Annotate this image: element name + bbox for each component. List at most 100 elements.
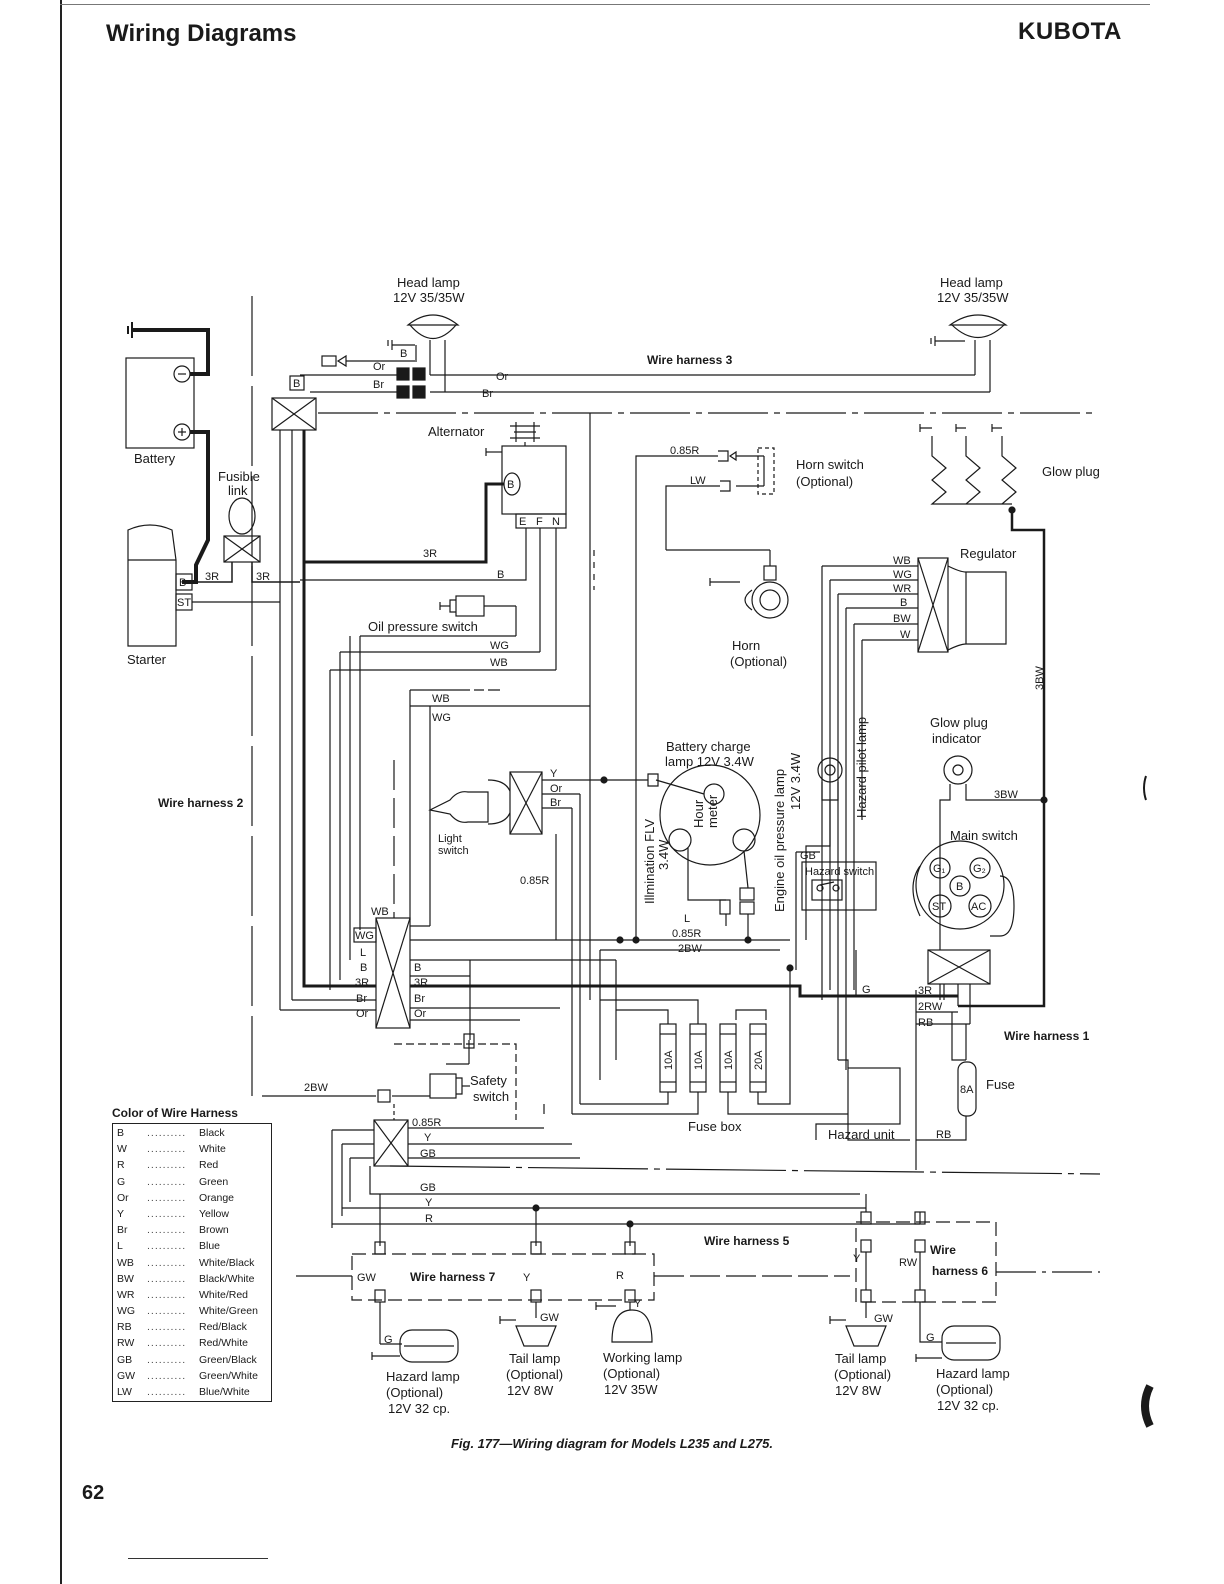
reg-wire-b: B (900, 597, 907, 609)
legend-leader: .......... (147, 1288, 187, 1301)
wire-3r-label-2: 3R (256, 571, 270, 583)
legend-leader: .......... (147, 1240, 187, 1253)
h2-wire-wg: WG (432, 712, 451, 724)
legend-leader: .......... (147, 1369, 187, 1382)
wire-wb-ops: WB (490, 657, 508, 669)
light-switch-line1: Light (438, 833, 462, 845)
legend-leader: .......... (147, 1159, 187, 1172)
glow-plugs: Glow plug 3BW (919, 424, 1100, 1008)
wire-3bw-label: 3BW (1034, 666, 1046, 690)
h6-wire-gw: GW (874, 1313, 894, 1325)
legend-code: L (117, 1240, 123, 1253)
main-switch-g2: G₂ (973, 863, 986, 875)
harness-6-box: Wire harness 6 Y RW GW G (853, 1194, 1100, 1344)
fuse-wire-rb: RB (936, 1129, 951, 1141)
tail-lamp-right-opt: (Optional) (834, 1367, 891, 1382)
legend-leader: .......... (147, 1191, 187, 1204)
fuse-4: 20A (753, 1050, 765, 1070)
harness-3: Wire harness 3 Or Br (251, 296, 1098, 1096)
legend-color: Brown (199, 1224, 229, 1237)
legend-leader: .......... (147, 1305, 187, 1318)
working-lamp-opt: (Optional) (603, 1366, 660, 1381)
illumination-line2: 3.4W (656, 839, 671, 870)
light-switch-line2: switch (438, 845, 469, 857)
wire-l-cluster: L (684, 913, 690, 925)
harness-5: GB Y R Wire harness 5 (332, 1166, 920, 1248)
fusible-link-line1: Fusible (218, 469, 260, 484)
regulator-label: Regulator (960, 546, 1017, 561)
hazard-lamp-right-opt: (Optional) (936, 1382, 993, 1397)
legend-color: Blue (199, 1240, 221, 1253)
harness-1-label: Wire harness 1 (1004, 1029, 1090, 1043)
wire-or-label: Or (496, 371, 509, 383)
connector-lower: 0.85R Y GB (331, 1104, 1101, 1228)
legend-leader: .......... (147, 1175, 187, 1188)
lc-wire-gb: GB (420, 1148, 436, 1160)
wire-b-alt: B (497, 569, 504, 581)
legend-color: Green (199, 1175, 229, 1188)
bottom-rule (128, 1558, 268, 1559)
cc-wire-2bw: 2BW (678, 943, 702, 955)
legend-leader: .......... (147, 1127, 187, 1139)
legend-row: G..........Green (117, 1174, 269, 1190)
legend-code: W (117, 1143, 127, 1156)
cc-wire-085r: 0.85R (672, 928, 701, 940)
regulator: Regulator WB WG WR B BW W (821, 546, 1017, 1070)
oil-lamp-line1: Engine oil pressure lamp (772, 769, 787, 912)
legend-row: B..........Black (117, 1125, 269, 1141)
legend-color: Red/White (199, 1337, 249, 1350)
legend-leader: .......... (147, 1143, 187, 1156)
safety-switch-line2: switch (473, 1089, 509, 1104)
legend-color: White/Red (199, 1288, 249, 1301)
fuse-3: 10A (723, 1050, 735, 1070)
cc-wire-l: L (360, 947, 366, 959)
wire-or-label-2: Or (373, 361, 386, 373)
legend-row: W..........White (117, 1141, 269, 1157)
harness-2: WB WG Wire harness 2 (158, 636, 590, 1000)
legend-row: Br..........Brown (117, 1222, 269, 1238)
alt-term-b: B (507, 479, 514, 491)
legend-leader: .......... (147, 1207, 187, 1220)
cc-wire-b-r: B (414, 962, 421, 974)
edge-mark-2 (1141, 1384, 1154, 1428)
wire-wg-ops: WG (490, 640, 509, 652)
alternator: E F N B Alternator 3R B (300, 422, 567, 670)
horn-switch-line1: Horn switch (796, 457, 864, 472)
hour-meter-line2: meter (705, 794, 720, 828)
glow-plug-indicator: Glow plug indicator 3BW (930, 715, 1048, 1000)
wire-br-label: Br (482, 388, 493, 400)
hazard-lamp-left-opt: (Optional) (386, 1385, 443, 1400)
legend-row: Y..........Yellow (117, 1206, 269, 1222)
legend-color: Black/White (199, 1272, 255, 1285)
cc-wire-or: Or (356, 1008, 369, 1020)
oil-pressure-switch-label: Oil pressure switch (368, 619, 478, 634)
lc-wire-y: Y (424, 1132, 432, 1144)
head-lamp-left-rating: 12V 35/35W (393, 290, 465, 305)
fusible-link: Fusible link 3R 3R (196, 469, 300, 583)
wire-085r-horn: 0.85R (670, 445, 699, 457)
working-lamp-name: Working lamp (603, 1350, 682, 1365)
starter-term-b: B (179, 577, 186, 589)
legend-color: Red/Black (199, 1321, 247, 1334)
legend-code: LW (117, 1386, 132, 1398)
legend-color: Orange (199, 1191, 235, 1204)
cc-wire-br: Br (356, 993, 367, 1005)
legend-code: RB (117, 1321, 132, 1334)
ls-wire-br: Br (550, 797, 561, 809)
page-header-title: Wiring Diagrams (106, 20, 297, 47)
main-switch-st: ST (932, 901, 946, 913)
h5-wire-y: Y (425, 1197, 433, 1209)
hazard-pilot-lamp: Hazard pilot lamp (805, 717, 869, 940)
legend-row: GB..........Green/Black (117, 1352, 269, 1368)
legend-row: WG..........White/Green (117, 1303, 269, 1319)
legend-code: WB (117, 1256, 134, 1269)
wire-3bw-indicator: 3BW (994, 789, 1018, 801)
head-lamp-right-rating: 12V 35/35W (937, 290, 1009, 305)
cc-wire-br-r: Br (414, 993, 425, 1005)
fuse-8a: 8A Fuse RB (916, 1061, 1015, 1141)
legend-leader: .......... (147, 1256, 187, 1269)
hazard-lamp-left-rating: 12V 32 cp. (388, 1401, 450, 1416)
h1-wire-g: G (862, 984, 871, 996)
hazard-lamp-right-name: Hazard lamp (936, 1366, 1010, 1381)
